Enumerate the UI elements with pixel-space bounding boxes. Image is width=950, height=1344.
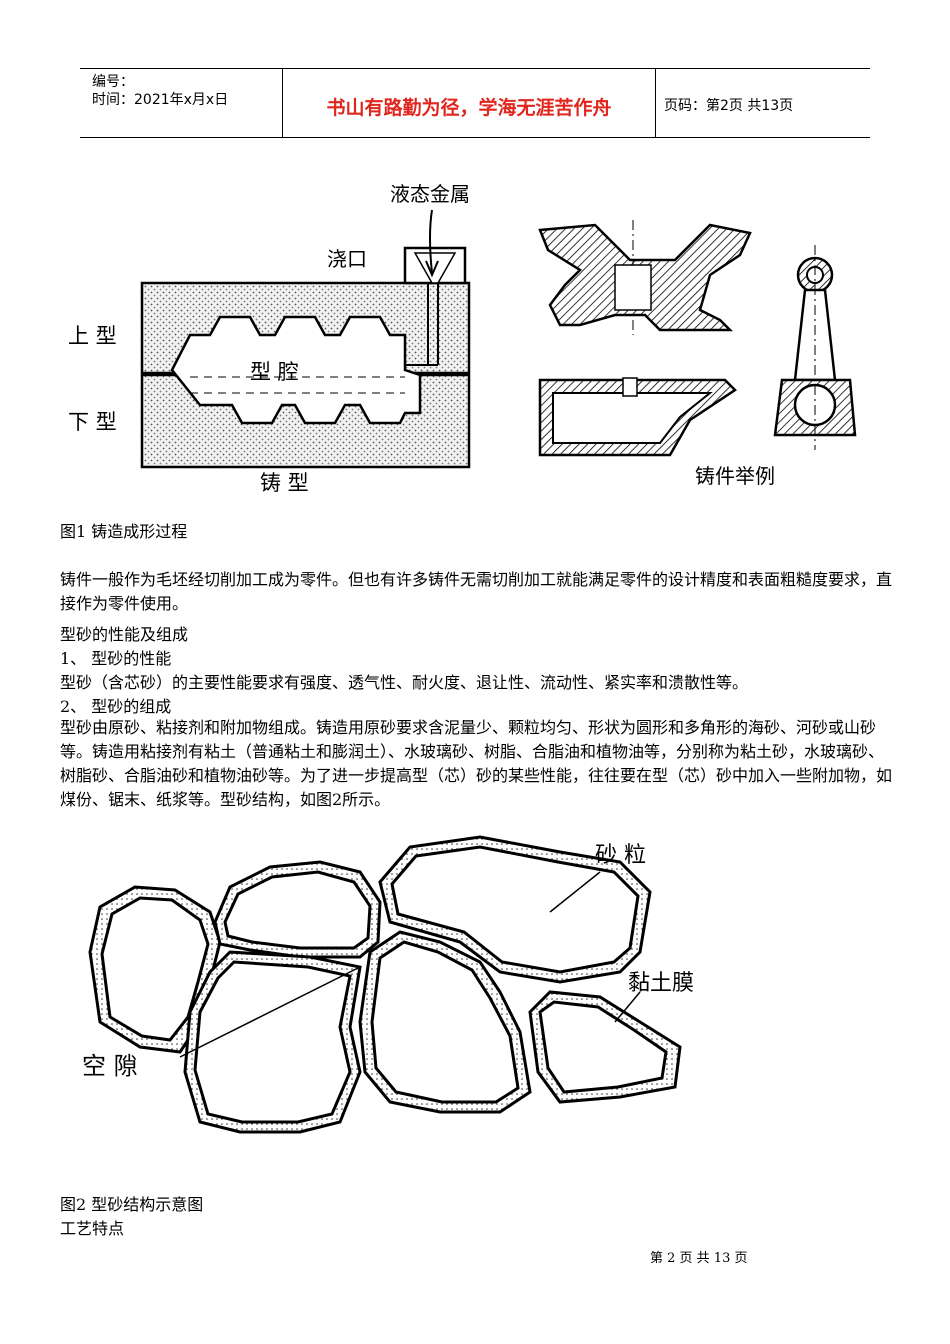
label-sand-grain: 砂 粒 (595, 843, 646, 868)
label-liquid-metal: 液态金属 (390, 182, 470, 206)
header-number: 编号： (92, 74, 134, 90)
figure-sand-structure: 砂 粒 黏土膜 空 隙 (82, 835, 694, 1134)
header-page-info: 页码：第2页 共13页 (664, 98, 794, 114)
heading-sand-performance: 1、 型砂的性能 (60, 649, 172, 668)
page-header: 编号： 时间：2021年x月x日 书山有路勤为径，学海无涯苦作舟 页码：第2页 … (80, 68, 870, 138)
page-footer: 第 2 页 共 13 页 (650, 1251, 748, 1266)
label-mold: 铸 型 (260, 471, 309, 495)
figure-casting-process: 液态金属 浇口 上 型 下 型 型 腔 铸 型 铸件举例 (68, 182, 857, 495)
label-clay-film: 黏土膜 (628, 971, 694, 996)
figure2-caption: 图2 型砂结构示意图 (60, 1195, 204, 1214)
label-lower-mold: 下 型 (68, 410, 117, 434)
label-sprue: 浇口 (327, 247, 367, 271)
header-time: 时间：2021年x月x日 (92, 92, 229, 108)
label-upper-mold: 上 型 (68, 324, 117, 348)
header-motto-cell: 书山有路勤为径，学海无涯苦作舟 (283, 69, 656, 137)
paragraph-sand-performance: 型砂（含芯砂）的主要性能要求有强度、透气性、耐火度、退让性、流动性、紧实率和溃散… (60, 673, 749, 692)
casting-example-rod (773, 245, 857, 450)
paragraph-sand-composition: 型砂由原砂、粘接剂和附加物组成。铸造用原砂要求含泥量少、颗粒均匀、形状为圆形和多… (60, 718, 893, 809)
heading-sand-composition: 2、 型砂的组成 (60, 697, 172, 716)
label-casting-examples: 铸件举例 (695, 464, 775, 488)
heading-sand-properties: 型砂的性能及组成 (60, 625, 189, 644)
header-page-cell: 页码：第2页 共13页 (656, 69, 870, 137)
label-void: 空 隙 (82, 1052, 138, 1080)
header-motto: 书山有路勤为径，学海无涯苦作舟 (326, 97, 612, 119)
header-info-cell: 编号： 时间：2021年x月x日 (80, 69, 283, 137)
label-cavity: 型 腔 (250, 360, 299, 384)
paragraph-casting-usage: 铸件一般作为毛坯经切削加工成为零件。但也有许多铸件无需切削加工就能满足零件的设计… (60, 570, 893, 613)
heading-process-features: 工艺特点 (60, 1219, 125, 1238)
figure1-caption: 图1 铸造成形过程 (60, 522, 188, 541)
mold-cavity (170, 315, 422, 425)
